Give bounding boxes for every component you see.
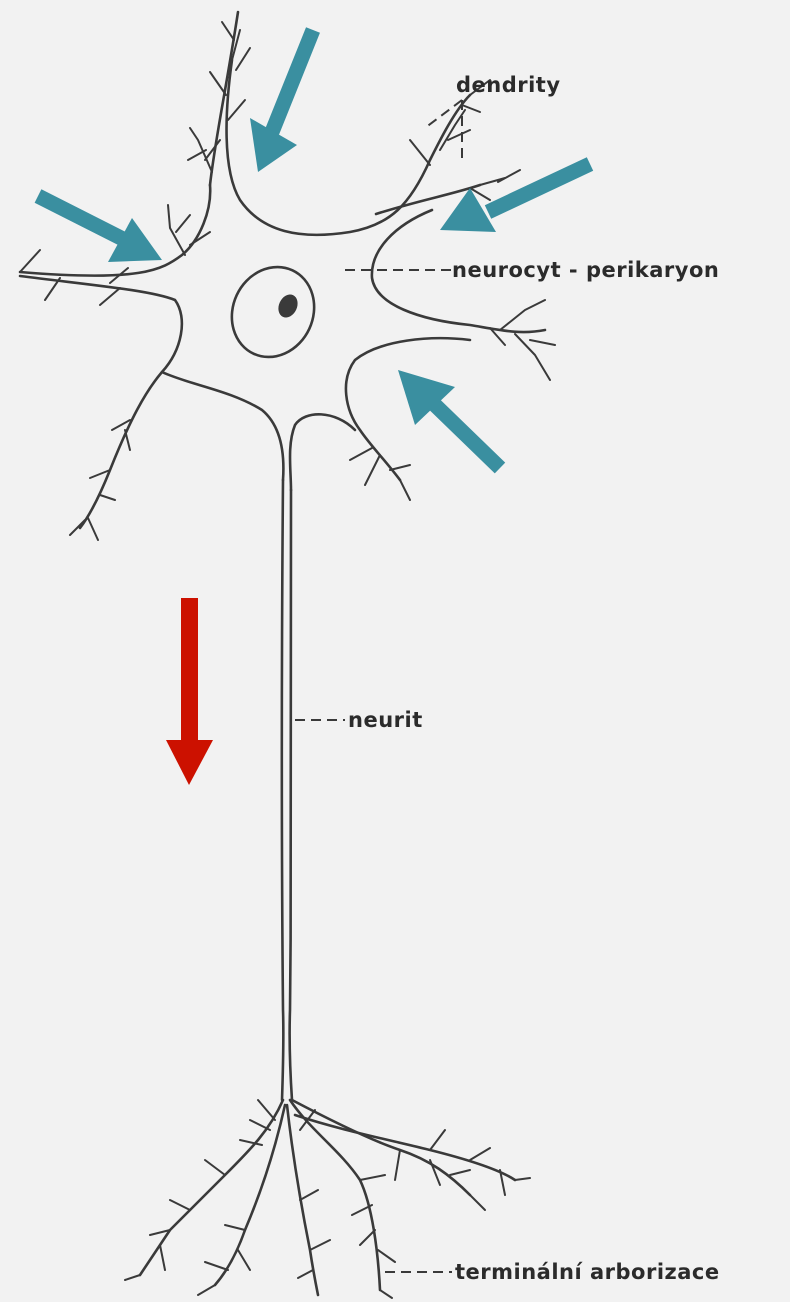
input-arrow-right-lower: [398, 370, 500, 468]
nucleus: [217, 253, 328, 370]
axon: [282, 480, 292, 1100]
input-arrow-left: [38, 196, 162, 262]
input-arrow-right-upper: [440, 164, 590, 232]
label-axon: neurit: [348, 708, 423, 732]
nucleolus: [275, 291, 301, 320]
leader-lines: [295, 100, 462, 1272]
label-dendrites: dendrity: [456, 73, 561, 97]
input-arrow-top: [250, 30, 313, 172]
label-terminal-arborization: terminální arborizace: [455, 1260, 720, 1284]
signal-direction-arrow: [166, 598, 213, 785]
label-cell-body: neurocyt - perikaryon: [452, 258, 719, 282]
